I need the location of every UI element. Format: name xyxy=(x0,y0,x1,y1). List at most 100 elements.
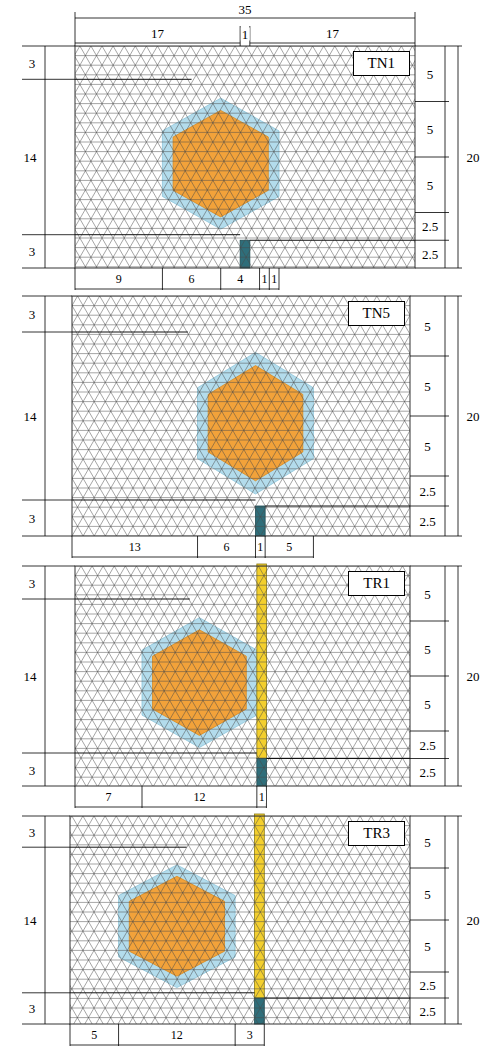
dimension-tick xyxy=(410,356,449,357)
dimension-label: 5 xyxy=(423,697,432,710)
dimension-tick xyxy=(75,12,76,46)
mesh-line xyxy=(238,296,377,536)
dimension-tick xyxy=(415,212,449,213)
dimension-label: 14 xyxy=(23,410,38,423)
dimension-tick xyxy=(118,1024,119,1046)
dimension-lines xyxy=(22,816,462,1046)
triangle-mesh xyxy=(75,46,415,268)
dimension-label: 3 xyxy=(28,512,37,525)
mesh-line xyxy=(331,566,410,786)
mesh-line xyxy=(283,296,410,536)
mesh-line xyxy=(373,46,415,268)
dimension-tick xyxy=(410,998,449,999)
mesh-line xyxy=(362,816,410,1024)
mesh-line xyxy=(75,710,410,711)
panel-ground xyxy=(75,566,410,786)
mesh-line xyxy=(70,931,410,932)
dimension-label: 12 xyxy=(192,791,206,803)
mesh-line xyxy=(371,296,410,536)
dimension-tick xyxy=(22,268,75,269)
dimension-label: 3 xyxy=(28,308,37,321)
mesh-line xyxy=(72,420,410,421)
case-label-box: TR3 xyxy=(348,821,405,846)
mesh-line xyxy=(287,566,410,786)
mesh-line xyxy=(75,238,415,239)
mesh-line xyxy=(404,816,410,1024)
dimension-label: 2.5 xyxy=(418,738,436,751)
mesh-line xyxy=(75,132,415,133)
mesh-line xyxy=(360,816,410,1024)
mesh-line xyxy=(266,296,405,536)
dimension-tick xyxy=(410,868,449,869)
dimension-tick xyxy=(220,268,221,290)
dimension-line xyxy=(75,807,266,808)
mesh-line xyxy=(390,46,415,268)
mesh-line xyxy=(277,296,410,536)
mesh-line xyxy=(75,652,410,653)
teal-block xyxy=(240,240,250,268)
mesh-line xyxy=(70,883,410,884)
mesh-line xyxy=(284,46,412,268)
mesh-panel xyxy=(0,296,491,536)
mesh-panel xyxy=(0,46,491,268)
mesh-line xyxy=(246,46,374,268)
dimension-line xyxy=(458,816,459,1024)
panel-border xyxy=(75,566,410,786)
mesh-line xyxy=(340,46,415,268)
mesh-line xyxy=(70,873,410,874)
mesh-line xyxy=(235,46,363,268)
mesh-line xyxy=(72,430,410,431)
mesh-line xyxy=(310,296,410,536)
extension-line xyxy=(75,234,240,235)
mesh-line xyxy=(292,566,410,786)
dimension-tick xyxy=(410,972,449,973)
dimension-label: 2.5 xyxy=(421,248,439,261)
mesh-line xyxy=(268,46,396,268)
extension-line xyxy=(75,753,257,754)
mesh-line xyxy=(302,46,415,268)
mesh-line xyxy=(393,816,410,1024)
mesh-line xyxy=(333,296,410,536)
mesh-line xyxy=(388,296,410,536)
triangle-mesh xyxy=(75,566,410,786)
mesh-line xyxy=(368,46,415,268)
dimension-tick xyxy=(410,566,462,567)
dimension-tick xyxy=(75,268,76,290)
extension-line xyxy=(264,998,410,999)
mesh-line xyxy=(70,950,410,951)
mesh-line xyxy=(70,940,410,941)
yellow-strip xyxy=(255,814,265,998)
dimension-tick xyxy=(415,268,462,269)
dimension-tick xyxy=(265,536,266,558)
mesh-line xyxy=(351,46,415,268)
mesh-line xyxy=(273,46,401,268)
mesh-line xyxy=(375,566,410,786)
extension-line xyxy=(265,506,410,507)
mesh-line xyxy=(313,46,415,268)
dimension-tick xyxy=(22,847,70,848)
mesh-line xyxy=(244,296,383,536)
mesh-line xyxy=(229,46,357,268)
extension-line xyxy=(70,847,187,848)
dimension-label: 1 xyxy=(256,541,264,553)
dimension-label: 14 xyxy=(23,914,38,927)
dimension-lines xyxy=(22,12,462,290)
dimension-tick xyxy=(22,1024,70,1025)
mesh-line xyxy=(75,247,415,248)
mesh-line xyxy=(303,566,410,786)
mesh-line xyxy=(406,46,415,268)
mesh-line xyxy=(72,353,410,354)
dimension-label: 2.5 xyxy=(418,766,436,779)
mesh-line xyxy=(75,767,410,768)
mesh-line xyxy=(298,566,410,786)
mesh-line xyxy=(75,209,415,210)
dimension-tick xyxy=(75,786,76,808)
case-label-box: TR1 xyxy=(348,571,405,596)
mesh-line xyxy=(72,440,410,441)
mesh-line xyxy=(70,1017,410,1018)
mesh-line xyxy=(327,296,410,536)
dimension-label: 1 xyxy=(270,273,278,285)
dimension-label: 5 xyxy=(423,440,432,453)
dimension-label: 5 xyxy=(423,587,432,600)
panel-border xyxy=(75,46,415,268)
